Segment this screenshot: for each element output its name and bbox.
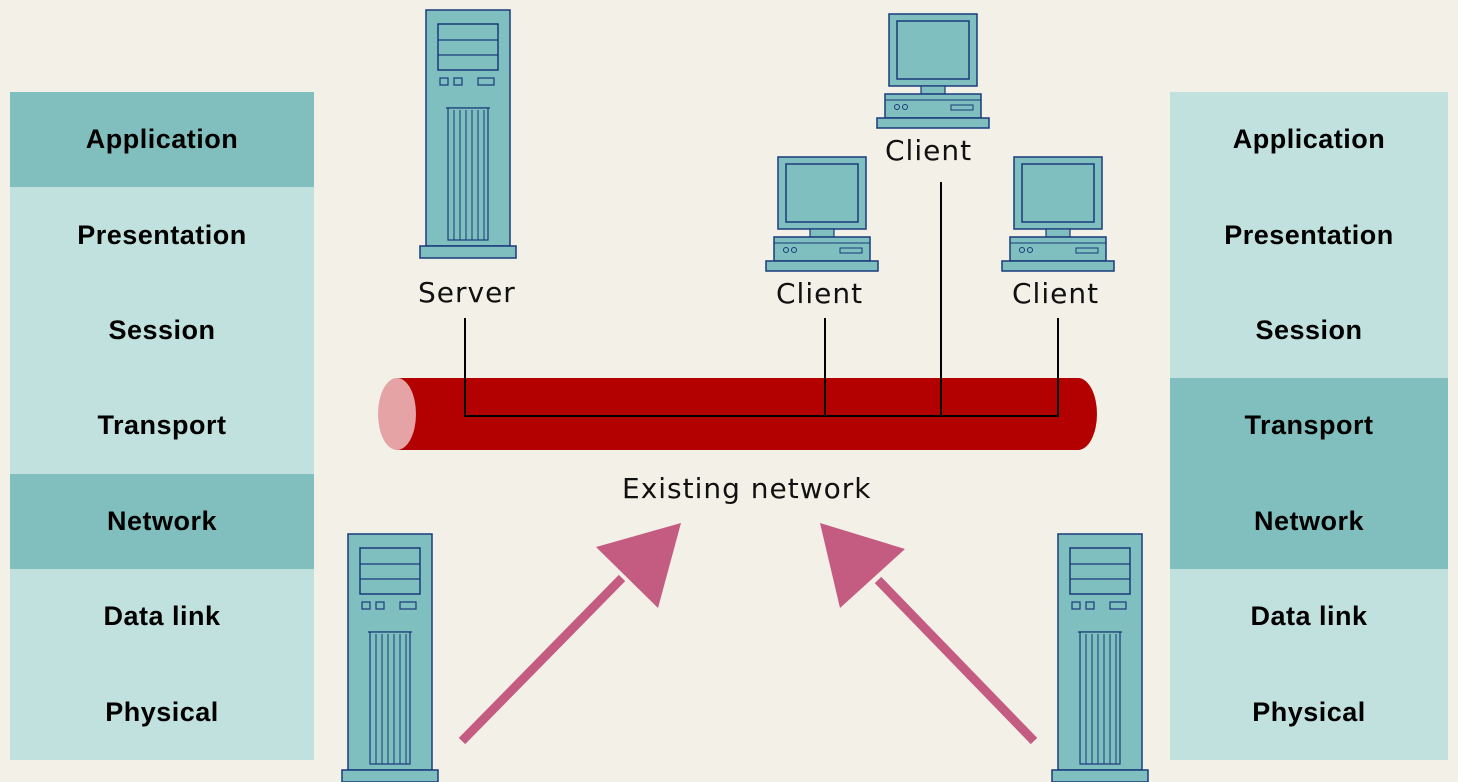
server-icon: [419, 9, 517, 259]
left-layer-application: Application: [10, 92, 314, 188]
left-layer-presentation: Presentation: [10, 187, 314, 283]
right-layer-session: Session: [1170, 282, 1448, 379]
server-label: Server: [418, 276, 516, 309]
arrow-left-icon: [458, 523, 681, 745]
right-layer-data-link: Data link: [1170, 569, 1448, 665]
connection-lines: [464, 182, 1059, 417]
right-osi-stack: Application Presentation Session Transpo…: [1170, 92, 1448, 760]
right-layer-network: Network: [1170, 473, 1448, 570]
gateway-tower-left-icon: [341, 533, 439, 782]
arrow-right-icon: [820, 523, 1038, 745]
right-layer-transport: Transport: [1170, 378, 1448, 474]
client-icon-left: [765, 156, 879, 272]
network-label: Existing network: [622, 472, 872, 505]
left-layer-network: Network: [10, 473, 314, 570]
network-pipe: [378, 378, 1097, 450]
client-icon-right: [1001, 156, 1115, 272]
right-layer-application: Application: [1170, 92, 1448, 188]
right-layer-physical: Physical: [1170, 664, 1448, 760]
client-label-right: Client: [1012, 277, 1100, 310]
left-layer-physical: Physical: [10, 664, 314, 760]
client-label-top: Client: [885, 134, 973, 167]
client-icon-top: [876, 13, 990, 129]
left-layer-session: Session: [10, 282, 314, 379]
left-layer-transport: Transport: [10, 378, 314, 474]
left-osi-stack: Application Presentation Session Transpo…: [10, 92, 314, 760]
client-label-left: Client: [776, 277, 864, 310]
left-layer-data-link: Data link: [10, 569, 314, 665]
gateway-tower-right-icon: [1051, 533, 1149, 782]
right-layer-presentation: Presentation: [1170, 187, 1448, 283]
